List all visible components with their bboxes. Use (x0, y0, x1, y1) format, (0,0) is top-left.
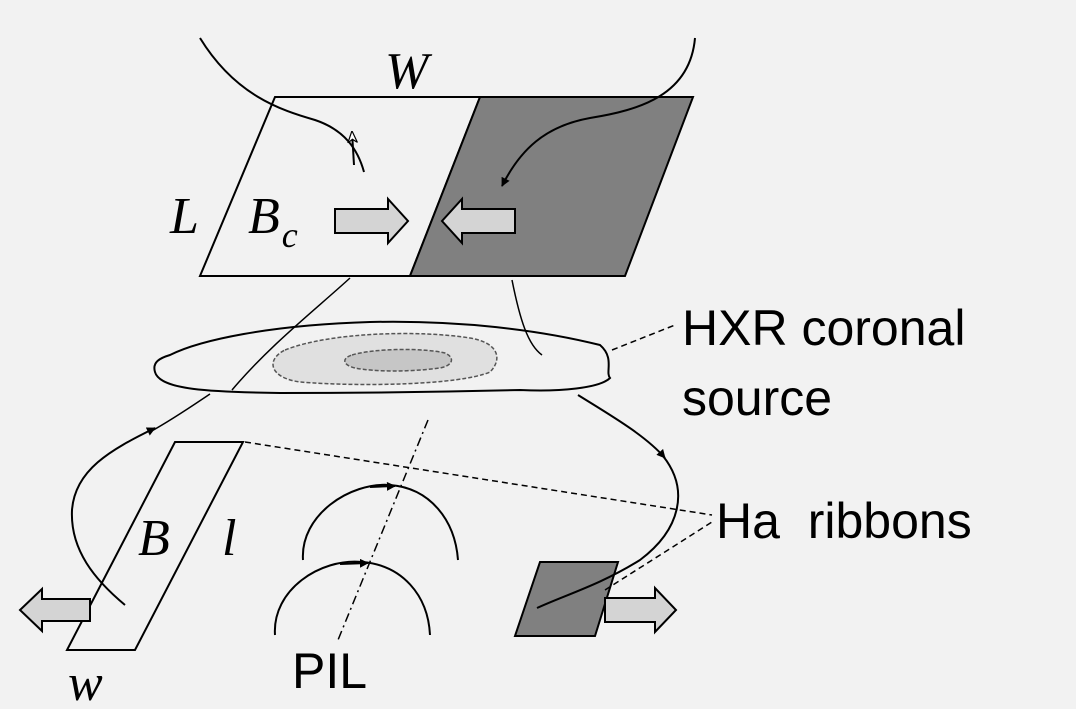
ribbon-left-motion-arrow (18, 586, 91, 634)
label-L: L (169, 188, 199, 245)
coronal-source-outline (153, 320, 612, 395)
field-line-upper-right (501, 37, 696, 187)
label-W: W (385, 43, 433, 100)
field-line-right-loop (577, 394, 666, 459)
field-line-left-loop (70, 427, 156, 606)
field-line-left-to-source (149, 393, 211, 433)
label-pil: PIL (292, 643, 367, 699)
label-ha-ribbons: Ha ribbons (716, 493, 972, 549)
field-line-right-descend (536, 455, 679, 609)
ribbon-right-motion-arrow (604, 585, 678, 635)
label-B-lower: B (138, 510, 170, 567)
label-hxr-line2: source (682, 370, 832, 426)
label-l: l (222, 510, 236, 567)
ha-leader-right (604, 521, 713, 591)
label-hxr-line1: HXR coronal (682, 300, 965, 356)
hxr-leader (611, 324, 676, 351)
inflow-arrow-right (334, 196, 410, 246)
arcade-lower-arrow (339, 558, 369, 568)
pil-line (337, 419, 429, 641)
arcade-upper-arrow (369, 481, 396, 491)
ha-leader-left (244, 441, 713, 516)
inflow-arrow-left (440, 196, 516, 246)
field-line-upper-left-arrow (352, 132, 354, 166)
connector-right (511, 279, 543, 356)
arcade-upper (301, 483, 459, 561)
coronal-contour-inner (344, 348, 453, 372)
connector-left (231, 277, 351, 391)
ribbon-left (65, 441, 245, 651)
label-Bc: Bc (248, 188, 298, 255)
label-w: w (68, 655, 103, 709)
ribbon-right-shaded (513, 561, 620, 637)
arcade-lower (273, 560, 431, 636)
